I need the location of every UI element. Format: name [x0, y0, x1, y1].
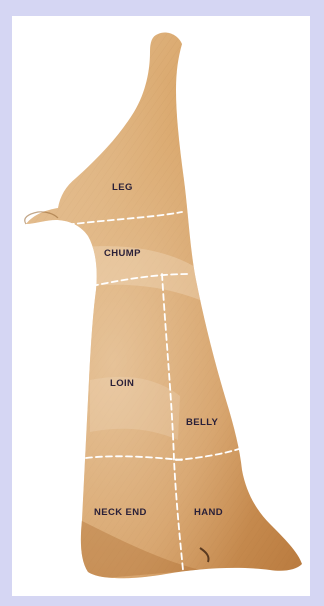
- label-hand: HAND: [194, 507, 223, 518]
- label-leg: LEG: [112, 182, 133, 193]
- label-chump: CHUMP: [104, 248, 141, 259]
- label-belly: BELLY: [186, 417, 219, 428]
- label-loin: LOIN: [110, 378, 134, 389]
- label-neck-end: NECK END: [94, 507, 147, 518]
